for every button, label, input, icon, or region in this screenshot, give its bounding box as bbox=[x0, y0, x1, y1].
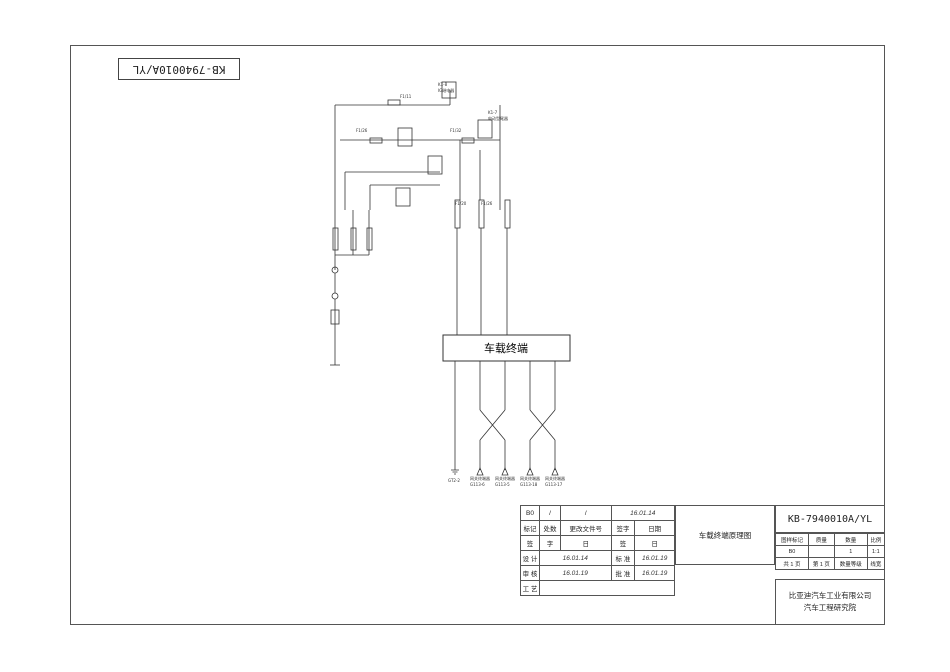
relay-k1-7 bbox=[477, 119, 493, 139]
company-dept: 汽车工程研究院 bbox=[803, 603, 857, 612]
sign-cell: 字 bbox=[538, 535, 562, 551]
review-label: 审 核 bbox=[520, 565, 540, 581]
fuse bbox=[332, 227, 339, 251]
header-cell: 签字 bbox=[610, 520, 636, 536]
sign-cell: 日 bbox=[560, 535, 612, 551]
revision-table: B0 / / 16.01.14 标记 处数 更改文件号 签字 日期 签 字 日 … bbox=[520, 505, 676, 596]
sign-cell: 签 bbox=[520, 535, 540, 551]
fuse bbox=[369, 137, 383, 144]
sheet-info: 共 1 页 bbox=[775, 557, 809, 570]
terminator-symbol bbox=[526, 466, 534, 476]
company-name: 比亚迪汽车工业有限公司 bbox=[788, 591, 872, 600]
fuse-label: F1/32 bbox=[450, 128, 462, 133]
connector bbox=[331, 292, 339, 300]
ecu-box bbox=[442, 334, 571, 362]
mini-header: 图样标记 bbox=[775, 533, 809, 546]
check-date: 16.01.19 bbox=[634, 550, 675, 566]
mini-header: 数量 bbox=[833, 533, 868, 546]
terminator-label: 网关终端器 bbox=[470, 475, 490, 481]
relay-ig bbox=[427, 155, 443, 175]
terminator-symbol bbox=[501, 466, 509, 476]
ground-symbol bbox=[451, 469, 459, 475]
mini-header: 比例 bbox=[866, 533, 886, 546]
fuse bbox=[461, 137, 475, 144]
approve-label: 批 准 bbox=[610, 565, 636, 581]
twisted-pair bbox=[529, 409, 556, 441]
relay-sublabel: 电动型尾器 bbox=[488, 115, 508, 121]
mini-value: 1 bbox=[833, 545, 868, 558]
mini-header: 质量 bbox=[807, 533, 835, 546]
relay-acc bbox=[395, 187, 411, 207]
terminator-symbol bbox=[476, 466, 484, 476]
header-cell: 日期 bbox=[634, 520, 675, 536]
fuse bbox=[478, 199, 485, 229]
sign-cell: 签 bbox=[610, 535, 636, 551]
ground-code: G113-5 bbox=[495, 482, 510, 487]
fuse-label: F1/26 bbox=[356, 128, 368, 133]
twisted-pair bbox=[479, 409, 506, 441]
approve-date: 16.01.19 bbox=[634, 565, 675, 581]
terminator-symbol bbox=[551, 466, 559, 476]
drawing-code: KB-7940010A/YL bbox=[775, 505, 885, 533]
ground-code: G113-6 bbox=[470, 482, 485, 487]
fuse bbox=[387, 99, 401, 106]
company-block: 比亚迪汽车工业有限公司 汽车工程研究院 bbox=[775, 579, 885, 625]
sign-cell: 日 bbox=[634, 535, 675, 551]
sheet-info: 线宽 bbox=[866, 557, 886, 570]
relay-sublabel: IG继电器 bbox=[438, 87, 454, 93]
fuse bbox=[366, 227, 373, 251]
review-date: 16.01.19 bbox=[539, 565, 612, 581]
mini-value bbox=[807, 545, 835, 558]
relay-label: K1-8 bbox=[438, 82, 448, 87]
drawing-frame bbox=[70, 45, 885, 625]
terminator-label: 网关终端器 bbox=[520, 475, 540, 481]
fuse-label: F1/11 bbox=[400, 94, 412, 99]
rev-cell: / bbox=[560, 505, 612, 521]
fuse-label: F1/26 bbox=[481, 201, 493, 206]
mini-table: 图样标记 质量 数量 比例 B0 1 1:1 共 1 页 第 1 页 数量等级 … bbox=[775, 533, 886, 570]
sheet-info: 第 1 页 bbox=[807, 557, 835, 570]
relay-boss bbox=[397, 127, 413, 147]
title-block: B0 / / 16.01.14 标记 处数 更改文件号 签字 日期 签 字 日 … bbox=[520, 505, 886, 625]
rev-hand: 16.01.14 bbox=[610, 505, 676, 521]
fuse bbox=[504, 199, 511, 229]
header-cell: 处数 bbox=[538, 520, 562, 536]
design-date: 16.01.14 bbox=[539, 550, 612, 566]
ecu-label: 车载终端 bbox=[484, 341, 528, 355]
rev-cell: B0 bbox=[520, 505, 540, 521]
fuse-label: F1/20 bbox=[455, 201, 467, 206]
terminator-label: 网关终端器 bbox=[545, 475, 565, 481]
drawing-title: 车载终端原理图 bbox=[675, 505, 775, 565]
ground-label: GT2-2 bbox=[448, 478, 460, 483]
design-label: 设 计 bbox=[520, 550, 540, 566]
header-cell: 更改文件号 bbox=[560, 520, 612, 536]
craft-label: 工 艺 bbox=[520, 580, 540, 596]
ground-code: G113-18 bbox=[520, 482, 538, 487]
header-cell: 标记 bbox=[520, 520, 540, 536]
sheet-info: 数量等级 bbox=[833, 557, 868, 570]
relay-label: K1-7 bbox=[488, 110, 498, 115]
mini-value: 1:1 bbox=[866, 545, 886, 558]
ground-code: G113-17 bbox=[545, 482, 563, 487]
terminator-label: 网关终端器 bbox=[495, 475, 515, 481]
check-label: 标 准 bbox=[610, 550, 636, 566]
battery-switch bbox=[330, 309, 340, 325]
mini-value: B0 bbox=[775, 545, 809, 558]
craft-cell bbox=[539, 580, 675, 596]
rev-cell: / bbox=[538, 505, 562, 521]
fuse bbox=[350, 227, 357, 251]
fuse bbox=[454, 199, 461, 229]
relay-k1-8 bbox=[441, 81, 457, 99]
